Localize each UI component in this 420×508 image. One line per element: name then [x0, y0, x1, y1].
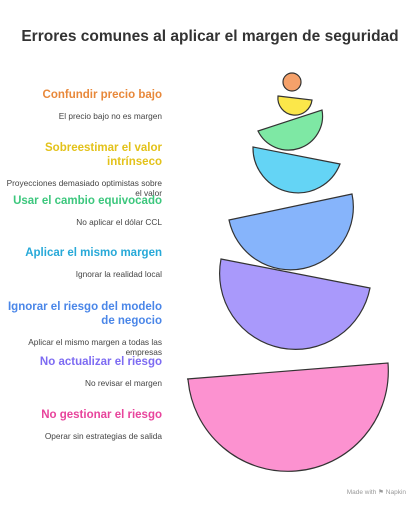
item-desc: Operar sin estrategias de salida: [44, 431, 162, 441]
item-title: Usar el cambio equivocado: [13, 195, 162, 207]
bowl-4: [252, 146, 341, 194]
item-desc: No revisar el margen: [84, 378, 162, 388]
item-no-actualizar: No actualizar el riesgo No revisar el ma…: [2, 355, 162, 388]
bowl-2: [277, 95, 313, 116]
item-ignorar-riesgo: Ignorar el riesgo del modelo de negocio …: [2, 300, 162, 357]
bowl-5: [228, 193, 354, 271]
item-usar-cambio: Usar el cambio equivocado No aplicar el …: [2, 194, 162, 227]
item-desc: Ignorar la realidad local: [75, 269, 162, 279]
item-aplicar-margen: Aplicar el mismo margen Ignorar la reali…: [2, 246, 162, 279]
item-title: Ignorar el riesgo del modelo de negocio: [7, 301, 162, 327]
item-confundir-precio: Confundir precio bajo El precio bajo no …: [2, 88, 162, 121]
bowl-6: [219, 258, 371, 350]
item-title: Sobreestimar el valor intrínseco: [45, 142, 162, 168]
item-title: No gestionar el riesgo: [41, 409, 162, 421]
item-title: No actualizar el riesgo: [39, 356, 162, 368]
item-desc: Proyecciones demasiado optimistas sobre …: [6, 178, 162, 198]
item-title: Confundir precio bajo: [42, 89, 162, 101]
item-title: Aplicar el mismo margen: [25, 247, 162, 259]
bowl-1-ball: [282, 72, 302, 92]
item-sobreestimar-valor: Sobreestimar el valor intrínseco Proyecc…: [2, 141, 162, 198]
item-desc: El precio bajo no es margen: [58, 111, 162, 121]
bowl-3: [257, 109, 324, 151]
item-desc: No aplicar el dólar CCL: [76, 217, 162, 227]
bowl-7: [186, 362, 389, 472]
item-desc: Aplicar el mismo margen a todas las empr…: [28, 337, 162, 357]
footer-credit: Made with ⚑ Napkin: [346, 489, 406, 496]
item-no-gestionar: No gestionar el riesgo Operar sin estrat…: [2, 408, 162, 441]
page-title: Errores comunes al aplicar el margen de …: [21, 28, 399, 45]
